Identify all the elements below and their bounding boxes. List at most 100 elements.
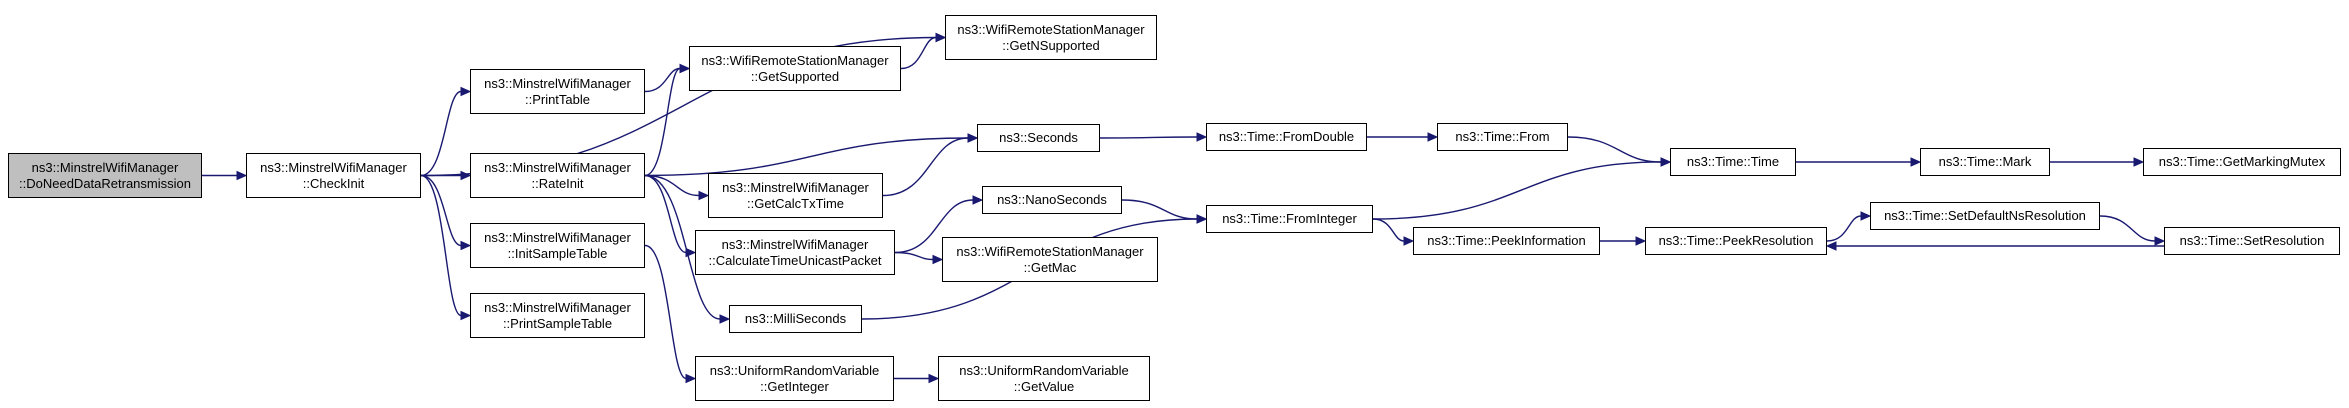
edge-checkinit-initsampletable (420, 174, 462, 247)
node-mark[interactable]: ns3::Time::Mark (1920, 148, 2050, 176)
node-label-line: ns3::MinstrelWifiManager (31, 159, 179, 175)
node-from[interactable]: ns3::Time::From (1437, 123, 1568, 151)
edge-rateinit-seconds (644, 137, 969, 177)
node-getvalue[interactable]: ns3::UniformRandomVariable::GetValue (938, 356, 1150, 401)
node-rateinit[interactable]: ns3::MinstrelWifiManager::RateInit (470, 153, 645, 198)
edge-arrowhead (2133, 157, 2145, 167)
edge-arrowhead (685, 373, 697, 384)
edge-nanoseconds-frominteger (1121, 199, 1198, 220)
edge-arrowhead (1660, 157, 1672, 167)
node-initsampletable[interactable]: ns3::MinstrelWifiManager::InitSampleTabl… (470, 223, 645, 268)
edge-frominteger-time (1372, 161, 1662, 220)
node-label-line: ns3::Time::SetDefaultNsResolution (1884, 208, 2086, 223)
edge-rateinit-calctime (644, 174, 687, 254)
node-checkinit[interactable]: ns3::MinstrelWifiManager::CheckInit (246, 153, 421, 198)
node-label-line: ::RateInit (531, 175, 584, 191)
edge-arrowhead (972, 195, 984, 205)
node-label-line: ns3::Time::FromInteger (1222, 211, 1357, 226)
node-label-line: ns3::MinstrelWifiManager (484, 229, 631, 245)
node-fromdouble[interactable]: ns3::Time::FromDouble (1206, 123, 1367, 151)
edge-arrowhead (460, 240, 472, 251)
edge-setdefaultnsresolution-setresolution (2099, 215, 2156, 242)
edge-arrowhead (460, 310, 472, 321)
edge-initsampletable-getinteger (644, 244, 687, 380)
node-root[interactable]: ns3::MinstrelWifiManager::DoNeedDataRetr… (8, 153, 202, 198)
node-label-line: ::DoNeedDataRetransmission (19, 175, 191, 191)
node-milliseconds[interactable]: ns3::MilliSeconds (729, 305, 862, 333)
node-getinteger[interactable]: ns3::UniformRandomVariable::GetInteger (695, 356, 894, 401)
edge-rateinit-milliseconds (644, 174, 721, 320)
edge-rateinit-getcalctxtime (644, 174, 700, 197)
node-label-line: ns3::Time::Time (1686, 154, 1780, 169)
node-label-line: ns3::MilliSeconds (744, 311, 847, 326)
node-printsampletable[interactable]: ns3::MinstrelWifiManager::PrintSampleTab… (470, 293, 645, 338)
node-label-line: ns3::MinstrelWifiManager (484, 159, 631, 175)
node-label-line: ns3::WifiRemoteStationManager (957, 21, 1145, 37)
node-getmarkingmutex[interactable]: ns3::Time::GetMarkingMutex (2143, 148, 2341, 176)
node-label-line: ::InitSampleTable (507, 245, 608, 261)
edge-arrowhead (719, 314, 731, 324)
node-label-line: ::CalculateTimeUnicastPacket (708, 252, 882, 268)
node-setresolution[interactable]: ns3::Time::SetResolution (2164, 227, 2340, 255)
edge-arrowhead (679, 63, 691, 74)
edge-checkinit-printsampletable (420, 174, 462, 317)
edge-arrowhead (1825, 241, 1837, 251)
node-seconds[interactable]: ns3::Seconds (977, 124, 1100, 152)
node-peekinformation[interactable]: ns3::Time::PeekInformation (1413, 227, 1600, 255)
edge-arrowhead (932, 254, 944, 265)
node-label-line: ns3::MinstrelWifiManager (484, 299, 631, 315)
edge-arrowhead (1427, 132, 1439, 142)
node-calctime[interactable]: ns3::MinstrelWifiManager::CalculateTimeU… (695, 230, 895, 275)
edge-arrowhead (1635, 236, 1647, 246)
node-label-line: ns3::Time::PeekResolution (1658, 233, 1814, 248)
edge-calctime-getmac (894, 251, 934, 261)
node-label-line: ns3::Time::PeekInformation (1427, 233, 1586, 248)
edge-arrowhead (967, 133, 979, 143)
edge-getsupported-getnsupported (900, 36, 937, 70)
node-label-line: ns3::Time::From (1455, 129, 1550, 144)
edge-arrowhead (1196, 132, 1208, 142)
edge-seconds-fromdouble (1099, 136, 1198, 139)
node-label-line: ns3::Time::FromDouble (1218, 129, 1355, 144)
node-label-line: ::GetNSupported (1002, 37, 1100, 53)
node-label-line: ::GetInteger (760, 378, 829, 394)
edge-arrowhead (236, 170, 248, 181)
node-time[interactable]: ns3::Time::Time (1670, 148, 1796, 176)
node-printtable[interactable]: ns3::MinstrelWifiManager::PrintTable (470, 69, 645, 114)
edge-arrowhead (1910, 157, 1922, 167)
node-label-line: ns3::Seconds (999, 130, 1078, 145)
edge-printtable-getsupported (644, 67, 681, 93)
node-peekresolution[interactable]: ns3::Time::PeekResolution (1645, 227, 1827, 255)
node-label-line: ::CheckInit (302, 175, 365, 191)
node-label-line: ns3::MinstrelWifiManager (484, 75, 631, 91)
edge-arrowhead (460, 170, 472, 181)
node-label-line: ::GetCalcTxTime (746, 195, 845, 211)
edge-getcalctxtime-seconds (882, 137, 969, 197)
node-label-line: ::GetSupported (750, 68, 840, 84)
edge-arrowhead (1860, 211, 1872, 221)
node-label-line: ns3::MinstrelWifiManager (260, 159, 407, 175)
node-setdefaultnsresolution[interactable]: ns3::Time::SetDefaultNsResolution (1870, 202, 2100, 230)
node-label-line: ns3::WifiRemoteStationManager (956, 243, 1144, 259)
node-label-line: ns3::Time::SetResolution (2179, 233, 2325, 248)
node-label-line: ::GetValue (1013, 378, 1075, 394)
node-label-line: ns3::NanoSeconds (997, 192, 1107, 207)
edge-peekresolution-setdefaultnsresolution (1826, 215, 1862, 242)
node-label-line: ns3::Time::GetMarkingMutex (2158, 154, 2326, 169)
edge-frominteger-peekinformation (1372, 218, 1405, 242)
node-label-line: ns3::Time::Mark (1938, 154, 2032, 169)
node-getsupported[interactable]: ns3::WifiRemoteStationManager::GetSuppor… (689, 46, 901, 91)
node-label-line: ns3::WifiRemoteStationManager (701, 52, 889, 68)
node-nanoseconds[interactable]: ns3::NanoSeconds (982, 186, 1122, 214)
node-getnsupported[interactable]: ns3::WifiRemoteStationManager::GetNSuppo… (945, 15, 1157, 60)
edge-arrowhead (935, 32, 947, 43)
edge-from-time (1567, 136, 1662, 163)
edge-checkinit-printtable (420, 90, 462, 177)
node-getcalctxtime[interactable]: ns3::MinstrelWifiManager::GetCalcTxTime (708, 173, 883, 218)
edge-arrowhead (460, 86, 472, 97)
node-label-line: ::PrintSampleTable (502, 315, 613, 331)
node-label-line: ::GetMac (1023, 259, 1077, 275)
edge-arrowhead (1196, 214, 1208, 224)
node-getmac[interactable]: ns3::WifiRemoteStationManager::GetMac (942, 237, 1158, 282)
node-frominteger[interactable]: ns3::Time::FromInteger (1206, 205, 1373, 233)
